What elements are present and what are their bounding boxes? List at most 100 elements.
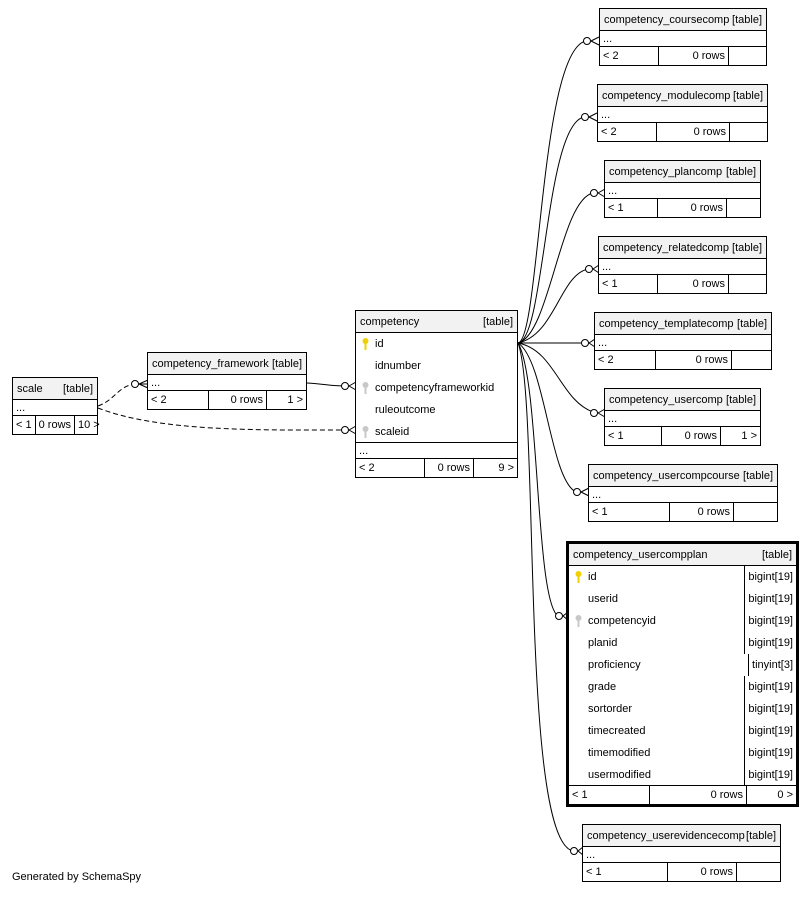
parents-count[interactable]: < 1 — [608, 430, 624, 442]
rows-count: 0 rows — [669, 503, 733, 521]
column-row: proficiency tinyint[3] — [569, 654, 796, 676]
table-competency-usercompcourse[interactable]: competency_usercompcourse[table] ... < 1… — [588, 464, 778, 522]
parents-count[interactable]: < 2 — [151, 394, 167, 406]
table-name: competency_usercomp — [609, 394, 723, 406]
table-header: competency_coursecomp[table] — [600, 9, 766, 31]
ellipsis: ... — [599, 259, 766, 275]
children-count[interactable]: 10 > — [74, 416, 103, 434]
parents-count[interactable]: < 1 — [16, 419, 32, 431]
column-row: scaleid — [356, 421, 517, 443]
table-name: competency_plancomp — [609, 166, 723, 178]
table-header: competency_usercompcourse[table] — [589, 465, 777, 487]
table-kind: [table] — [746, 830, 776, 842]
link-to-usercompplan — [517, 342, 559, 617]
column-row: id — [356, 333, 517, 355]
link-end-circle — [590, 409, 598, 417]
children-count[interactable] — [736, 863, 780, 881]
link-scale-competency — [97, 407, 346, 431]
children-count[interactable] — [726, 199, 760, 217]
table-kind: [table] — [732, 242, 762, 254]
column-row: competencyid bigint[19] — [569, 610, 796, 632]
parents-count[interactable]: < 1 — [602, 278, 618, 290]
rows-count: 0 rows — [657, 199, 726, 217]
children-count[interactable] — [731, 351, 771, 369]
table-header: competency_plancomp[table] — [605, 161, 760, 183]
table-kind: [table] — [732, 14, 762, 26]
column-name: timecreated — [588, 725, 646, 737]
table-kind: [table] — [726, 166, 756, 178]
rows-count: 0 rows — [656, 123, 729, 141]
table-name: competency_modulecomp — [602, 90, 731, 102]
column-name: timemodified — [588, 747, 651, 759]
children-count[interactable] — [728, 47, 766, 65]
foreign-key-icon — [575, 615, 582, 627]
parents-count[interactable]: < 1 — [608, 202, 624, 214]
ellipsis: ... — [356, 443, 517, 459]
children-count[interactable]: 0 > — [746, 786, 796, 804]
crowfoot-marks — [138, 36, 606, 856]
link-to-usercompcourse — [517, 342, 577, 493]
parents-count[interactable]: < 2 — [598, 354, 614, 366]
children-count[interactable] — [729, 123, 767, 141]
table-name: competency_usercompcourse — [593, 470, 740, 482]
children-count[interactable]: 1 > — [720, 427, 760, 445]
column-name: sortorder — [588, 703, 633, 715]
table-competency-userevidencecomp[interactable]: competency_userevidencecomp[table] ... <… — [582, 824, 781, 882]
column-name: competencyid — [588, 615, 656, 627]
ellipsis: ... — [595, 335, 771, 351]
link-end-circle — [341, 426, 349, 434]
primary-key-icon — [362, 338, 369, 350]
rows-count: 0 rows — [657, 275, 728, 293]
children-count[interactable]: 1 > — [266, 391, 306, 409]
column-name: grade — [588, 681, 617, 693]
children-count[interactable] — [733, 503, 777, 521]
parents-count[interactable]: < 2 — [601, 126, 617, 138]
column-type: bigint[19] — [744, 588, 796, 610]
children-count[interactable] — [728, 275, 766, 293]
table-name: competency_relatedcomp — [603, 242, 729, 254]
column-row: idnumber — [356, 355, 517, 377]
column-name: proficiency — [588, 659, 641, 671]
link-to-userevidencecomp — [517, 342, 574, 852]
parents-count[interactable]: < 2 — [603, 50, 619, 62]
column-type: bigint[19] — [744, 566, 796, 588]
link-end-circle — [583, 37, 591, 45]
primary-key-icon — [575, 571, 582, 583]
table-footer: < 2 0 rows — [598, 123, 767, 141]
ellipsis: ... — [583, 847, 780, 863]
rows-count: 0 rows — [667, 863, 736, 881]
parents-count[interactable]: < 1 — [572, 789, 588, 801]
foreign-key-icon — [362, 382, 369, 394]
generated-by-footer[interactable]: Generated by SchemaSpy — [12, 871, 142, 883]
parents-count[interactable]: < 1 — [592, 506, 608, 518]
table-header: competency_usercompplan[table] — [569, 544, 796, 566]
children-count[interactable]: 9 > — [473, 459, 517, 477]
table-competency-relatedcomp[interactable]: competency_relatedcomp[table] ... < 1 0 r… — [598, 236, 767, 294]
column-type: bigint[19] — [744, 742, 796, 764]
link-to-relatedcomp — [517, 268, 589, 344]
column-name: ruleoutcome — [375, 404, 436, 416]
parents-count[interactable]: < 1 — [586, 866, 602, 878]
column-row: timemodified bigint[19] — [569, 742, 796, 764]
link-end-circle — [581, 339, 589, 347]
column-type: tinyint[3] — [748, 654, 796, 676]
ellipsis: ... — [598, 107, 767, 123]
table-competency[interactable]: competency[table] id idnumber competency… — [355, 310, 518, 478]
parents-count[interactable]: < 2 — [359, 462, 375, 474]
column-type: bigint[19] — [744, 610, 796, 632]
